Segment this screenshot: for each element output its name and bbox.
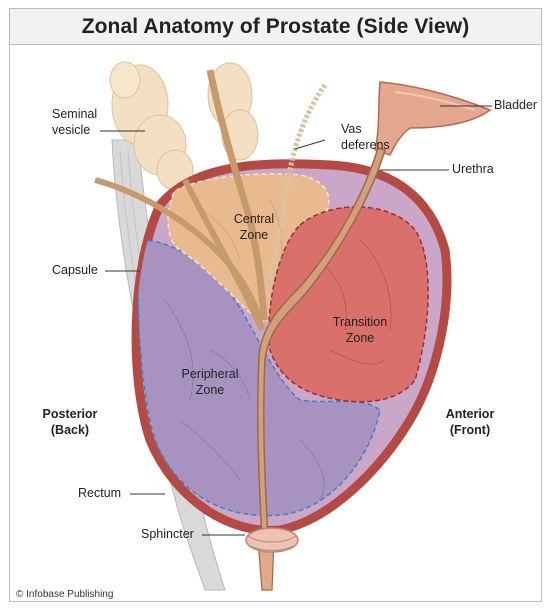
seminal-vesicle-label-2: vesicle: [52, 123, 90, 137]
sphincter-label: Sphincter: [141, 527, 194, 541]
posterior-label-1: Posterior: [43, 407, 98, 421]
transition-zone-label-1: Transition: [333, 315, 387, 329]
bladder: [375, 82, 490, 155]
peripheral-zone-label-1: Peripheral: [182, 367, 239, 381]
bladder-label: Bladder: [494, 98, 537, 112]
transition-zone-label-2: Zone: [346, 331, 375, 345]
posterior-label-2: (Back): [51, 423, 89, 437]
rectum-label: Rectum: [78, 486, 121, 500]
peripheral-zone-label-2: Zone: [196, 383, 225, 397]
urethra-label: Urethra: [452, 162, 494, 176]
publisher-credit: © Infobase Publishing: [16, 589, 113, 600]
anterior-label-1: Anterior: [446, 407, 495, 421]
anterior-label-2: (Front): [450, 423, 490, 437]
central-zone-label-2: Zone: [240, 228, 269, 242]
sphincter: [246, 528, 298, 552]
vas-deferens-label-2: deferens: [341, 138, 390, 152]
central-zone-label-1: Central: [234, 212, 274, 226]
seminal-vesicle-label-1: Seminal: [52, 107, 97, 121]
vas-deferens-label-1: Vas: [341, 122, 362, 136]
capsule-label: Capsule: [52, 263, 98, 277]
